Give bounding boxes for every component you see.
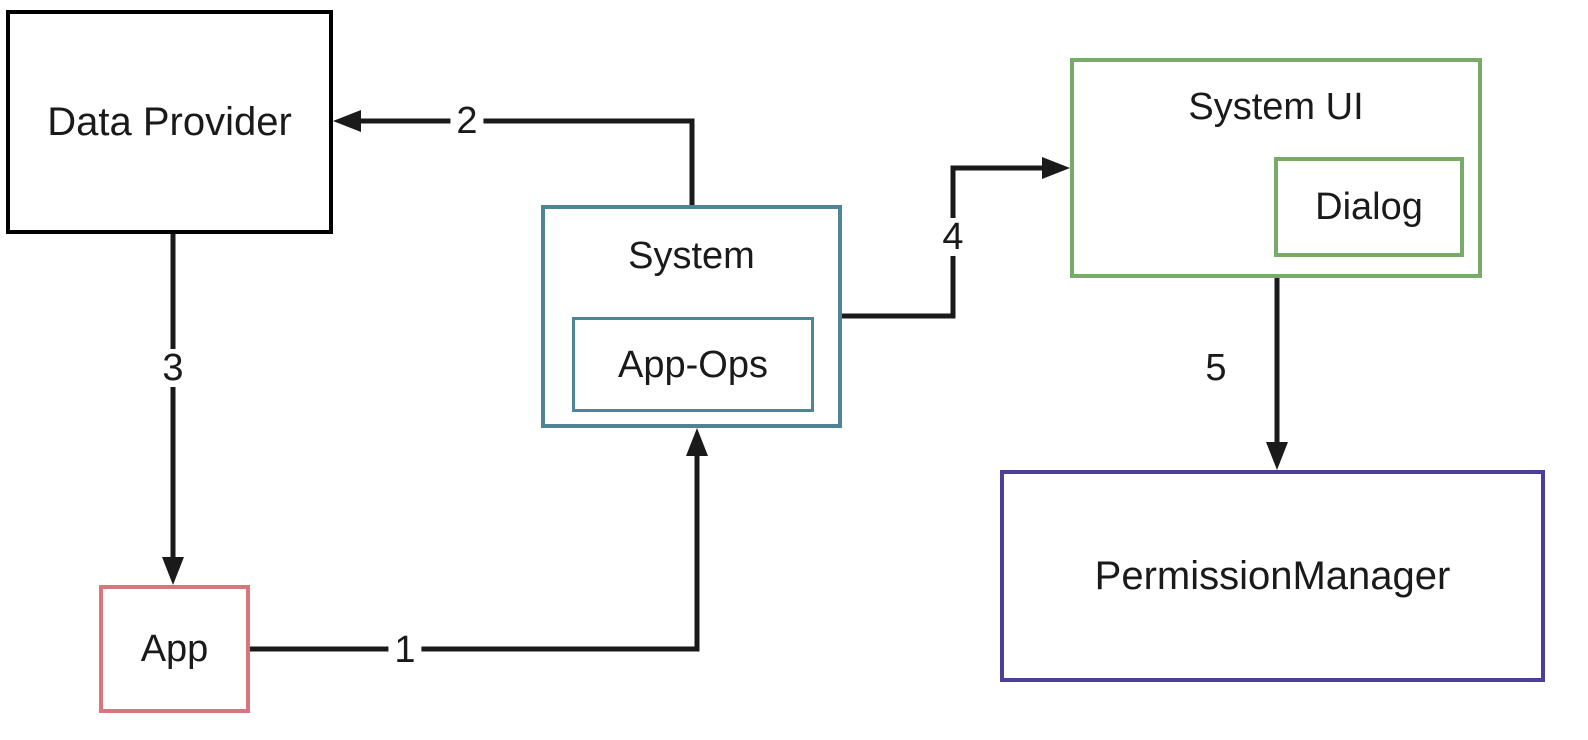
edge-3-data-provider-to-app	[162, 234, 184, 585]
edge-1-app-to-system	[250, 428, 708, 652]
edge-5-arrowhead	[1266, 442, 1288, 470]
node-dialog-label: Dialog	[1315, 186, 1423, 228]
edge-2-arrowhead	[333, 110, 361, 132]
edge-5-system-ui-to-permission-manager	[1266, 278, 1288, 470]
edge-4-arrowhead	[1042, 157, 1070, 179]
node-app-ops[interactable]: App-Ops	[572, 317, 814, 412]
node-app[interactable]: App	[99, 585, 250, 713]
edge-label-3: 3	[156, 349, 190, 387]
edge-label-5: 5	[1205, 347, 1227, 389]
edge-1-arrowhead	[686, 428, 708, 456]
node-system-ui-label: System UI	[1188, 86, 1364, 128]
edge-3-arrowhead	[162, 557, 184, 585]
edge-2-line	[357, 118, 695, 205]
node-data-provider-label: Data Provider	[47, 100, 292, 144]
edge-label-1: 1	[388, 631, 422, 669]
node-app-label: App	[140, 628, 209, 670]
node-data-provider[interactable]: Data Provider	[6, 10, 333, 234]
node-permission-manager[interactable]: PermissionManager	[1000, 470, 1545, 682]
node-app-ops-label: App-Ops	[618, 343, 768, 386]
node-system-ui[interactable]: System UI Dialog	[1070, 58, 1482, 278]
node-dialog[interactable]: Dialog	[1274, 157, 1464, 257]
node-system[interactable]: System App-Ops	[541, 205, 842, 428]
edge-label-2: 2	[450, 102, 484, 140]
edge-1-line	[250, 452, 700, 652]
edge-2-system-to-data-provider	[333, 110, 695, 205]
node-system-label: System	[628, 235, 755, 277]
node-permission-manager-label: PermissionManager	[1094, 554, 1451, 598]
edge-label-4: 4	[936, 218, 970, 256]
